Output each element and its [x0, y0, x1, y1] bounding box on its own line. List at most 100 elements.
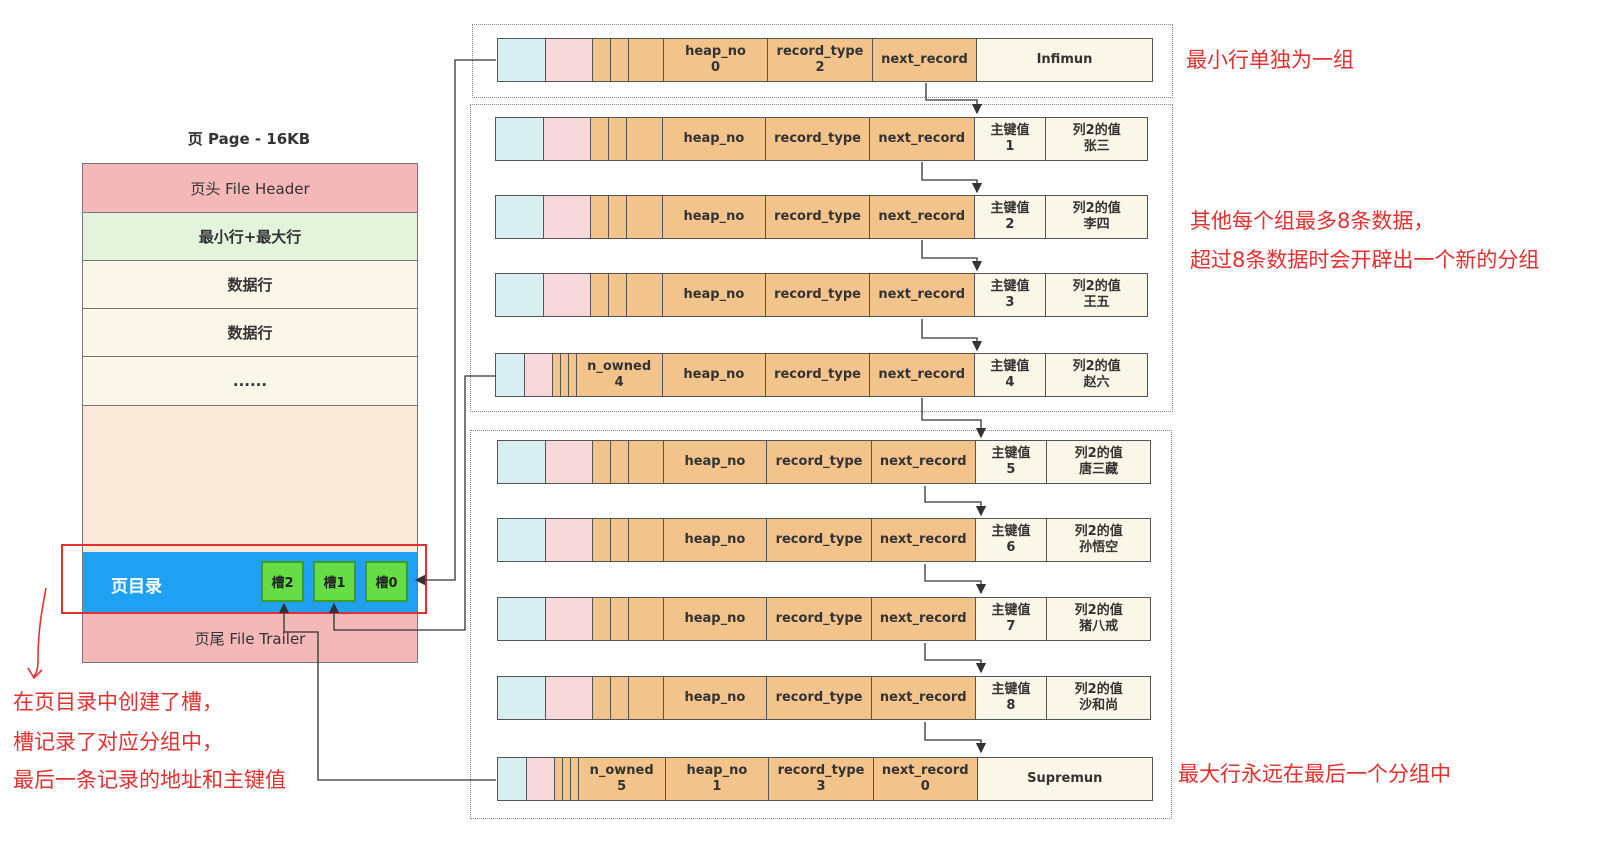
slot1-to-record4 [328, 375, 496, 631]
record-type-label: record_type [774, 131, 861, 146]
record-type-value: 3 [816, 779, 826, 794]
col2-value: 唐三藏 [1079, 462, 1119, 477]
infimum-name: Infimun [1036, 52, 1093, 67]
pk-value: 7 [1006, 619, 1016, 634]
data-rows-more: ...... [83, 357, 417, 406]
col2-label: 列2的值 [1072, 279, 1121, 294]
record-type-label: record_type [775, 532, 863, 547]
note-slot-line1: 在页目录中创建了槽， [13, 690, 223, 714]
page-directory-label: 页目录 [111, 577, 162, 597]
page-title: 页 Page - 16KB [187, 130, 311, 148]
heap-no-label: heap_no [686, 763, 748, 778]
chain-4-to-5 [921, 398, 987, 439]
col2-label: 列2的值 [1072, 123, 1121, 138]
heap-no-value: 0 [710, 60, 721, 75]
next-record-value: 0 [920, 779, 930, 794]
chain-infimum-to-1 [925, 83, 983, 115]
heap-no-label: heap_no [685, 44, 746, 59]
heap-no-value: 1 [712, 779, 722, 794]
heap-no-label: heap_no [683, 131, 745, 146]
record-type-label: record_type [775, 454, 863, 469]
chain-1-to-2 [921, 162, 983, 194]
record-type-label: record_type [774, 209, 861, 224]
slot0-to-infimum [414, 59, 496, 586]
record-type-label: record_type [776, 44, 864, 59]
data-rows-2: 数据行 [83, 309, 417, 357]
record-type-value: 2 [815, 60, 825, 75]
heap-no-label: heap_no [684, 690, 746, 705]
next-record-label: next_record [879, 690, 967, 705]
record-type-label: record_type [775, 611, 863, 626]
note-slot-line3: 最后一条记录的地址和主键值 [13, 768, 286, 792]
note-max-row: 最大行永远在最后一个分组中 [1178, 762, 1451, 786]
directory-highlight [61, 544, 427, 614]
heap-no-label: heap_no [684, 532, 746, 547]
col2-label: 列2的值 [1072, 201, 1121, 216]
pk-value: 5 [1006, 462, 1016, 477]
col2-value: 王五 [1083, 295, 1110, 310]
heap-no-label: heap_no [684, 611, 746, 626]
col2-label: 列2的值 [1074, 446, 1123, 461]
chain-6-to-7 [924, 564, 987, 595]
group-3 [470, 430, 1172, 819]
slot2-to-supremum [278, 602, 496, 781]
pk-label: 主键值 [990, 279, 1030, 294]
col2-value: 猪八戒 [1079, 619, 1119, 634]
pk-label: 主键值 [991, 524, 1031, 539]
col2-value: 赵六 [1083, 375, 1110, 390]
group-2 [470, 104, 1173, 412]
pk-label: 主键值 [991, 682, 1031, 697]
record-type-label: record_type [777, 763, 865, 778]
col2-label: 列2的值 [1072, 359, 1121, 374]
record-type-label: record_type [774, 287, 861, 302]
chain-7-to-8 [924, 643, 987, 674]
file-trailer: 页尾 File Trailer [83, 614, 417, 662]
col2-value: 李四 [1083, 217, 1110, 232]
note-slot-line2: 槽记录了对应分组中， [13, 730, 223, 754]
col2-label: 列2的值 [1074, 524, 1123, 539]
pk-label: 主键值 [990, 359, 1030, 374]
next-record-label: next_record [881, 763, 969, 778]
pk-label: 主键值 [990, 201, 1030, 216]
group-infimum [472, 24, 1173, 98]
col2-label: 列2的值 [1074, 682, 1123, 697]
min-max-rows: 最小行+最大行 [83, 213, 417, 261]
page-structure: 页头 File Header 最小行+最大行 数据行 数据行 ...... 页目… [82, 163, 418, 663]
pk-value: 1 [1005, 139, 1015, 154]
col2-value: 沙和尚 [1079, 698, 1119, 713]
next-record-label: next_record [878, 131, 966, 146]
record-type-label: record_type [774, 367, 861, 382]
heap-no-label: heap_no [683, 209, 745, 224]
heap-no-label: heap_no [683, 287, 745, 302]
heap-no-label: heap_no [684, 454, 746, 469]
n-owned-value: 4 [614, 375, 624, 390]
col2-value: 孙悟空 [1079, 540, 1119, 555]
pk-value: 4 [1005, 375, 1015, 390]
free-space [83, 406, 417, 552]
note-group-line1: 其他每个组最多8条数据， [1190, 209, 1435, 233]
next-record-label: next_record [878, 209, 966, 224]
note-min-row: 最小行单独为一组 [1186, 48, 1354, 72]
record-type-label: record_type [775, 690, 863, 705]
note-group-line2: 超过8条数据时会开辟出一个新的分组 [1190, 248, 1540, 272]
pk-label: 主键值 [991, 603, 1031, 618]
pk-value: 2 [1005, 217, 1015, 232]
next-record-label: next_record [881, 52, 968, 67]
chain-8-to-sup [924, 722, 987, 754]
n-owned-label: n_owned [587, 359, 652, 374]
page-directory: 页目录 槽2 槽1 槽0 [83, 552, 417, 614]
next-record-label: next_record [879, 532, 967, 547]
supremum-name: Supremun [1027, 771, 1103, 786]
data-rows-1: 数据行 [83, 261, 417, 309]
next-record-label: next_record [879, 454, 967, 469]
next-record-label: next_record [878, 287, 966, 302]
chain-5-to-6 [924, 486, 987, 517]
